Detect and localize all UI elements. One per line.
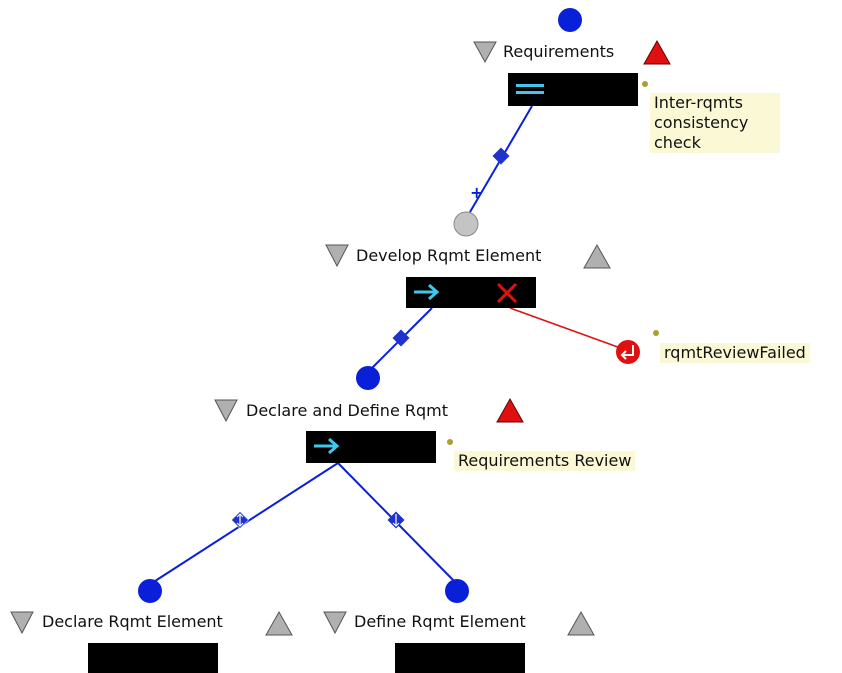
declare-element-node-circle[interactable]	[138, 579, 162, 603]
define-element-bar[interactable]	[395, 643, 525, 673]
requirements-label: Requirements	[503, 42, 615, 61]
requirements-node-circle[interactable]	[558, 8, 582, 32]
collapse-triangle-icon[interactable]	[10, 611, 34, 635]
declare-define-node-circle[interactable]	[356, 366, 380, 390]
note-anchor-dot	[447, 439, 453, 445]
sequence-diamond-icon[interactable]	[392, 329, 410, 347]
note-anchor-dot	[642, 81, 648, 87]
gray-triangle-icon[interactable]	[265, 610, 293, 636]
arrow-right-icon	[314, 437, 340, 455]
declare-define-note: Requirements Review	[454, 451, 636, 471]
edge-develop-exception[interactable]	[509, 307, 627, 351]
note-anchor-dot	[653, 330, 659, 336]
plus-mark: +	[470, 183, 483, 202]
gray-triangle-icon[interactable]	[567, 610, 595, 636]
develop-label: Develop Rqmt Element	[356, 246, 542, 265]
collapse-triangle-icon[interactable]	[214, 399, 238, 423]
declare-define-label: Declare and Define Rqmt	[246, 401, 448, 420]
collapse-triangle-icon[interactable]	[325, 244, 349, 268]
declare-element-bar[interactable]	[88, 643, 218, 673]
define-element-label: Define Rqmt Element	[354, 612, 526, 631]
red-x-icon	[496, 282, 518, 304]
red-triangle-icon[interactable]	[496, 397, 524, 423]
red-triangle-icon[interactable]	[643, 39, 671, 65]
parallel-diamond-icon[interactable]	[387, 511, 405, 529]
declare-element-label: Declare Rqmt Element	[42, 612, 223, 631]
return-arrow-icon[interactable]	[616, 340, 640, 364]
collapse-triangle-icon[interactable]	[323, 611, 347, 635]
requirements-note: Inter-rqmts consistency check	[650, 93, 780, 153]
exception-label: rqmtReviewFailed	[660, 343, 810, 363]
collapse-triangle-icon[interactable]	[473, 41, 497, 64]
sequence-diamond-icon[interactable]	[492, 147, 510, 165]
requirements-bar[interactable]	[508, 73, 638, 106]
define-element-node-circle[interactable]	[445, 579, 469, 603]
arrow-right-icon	[414, 283, 440, 301]
develop-node-circle[interactable]	[453, 211, 479, 237]
sequential-icon	[516, 84, 544, 94]
gray-triangle-icon[interactable]	[583, 243, 611, 269]
parallel-diamond-icon[interactable]	[231, 511, 249, 529]
